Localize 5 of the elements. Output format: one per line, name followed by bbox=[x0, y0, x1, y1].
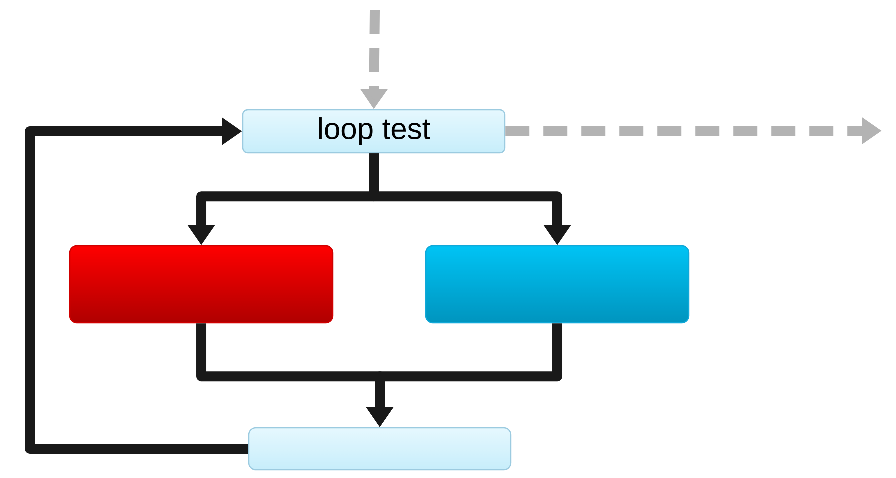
process-box bbox=[425, 245, 690, 324]
process-box bbox=[248, 427, 512, 471]
process-box: loop test bbox=[242, 109, 506, 154]
process-box bbox=[69, 245, 334, 324]
arrow bbox=[25, 118, 248, 454]
